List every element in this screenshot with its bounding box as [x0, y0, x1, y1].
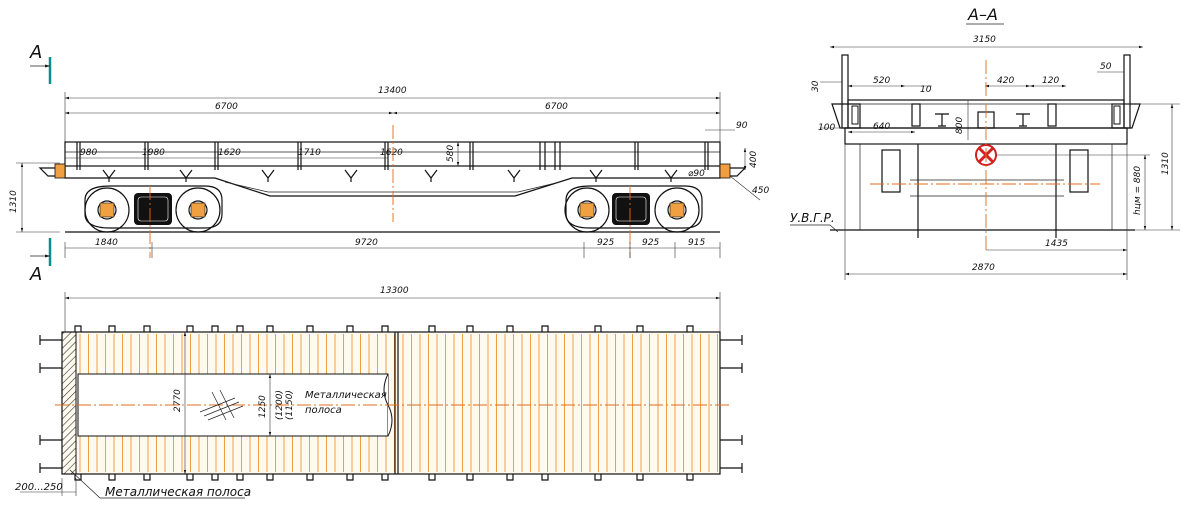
side-height-dim: 580 — [446, 145, 456, 162]
sec-dim-30: 30 — [811, 80, 821, 92]
stake-pocket — [428, 474, 436, 481]
stake-pocket — [74, 474, 82, 481]
section-mark-top: A — [29, 42, 52, 84]
sec-dim-640: 640 — [873, 122, 890, 132]
plan-width-dim: 2770 — [173, 389, 183, 412]
sec-dim-800: 800 — [955, 117, 965, 134]
stake-pocket — [186, 325, 194, 332]
stake-pocket — [594, 325, 602, 332]
buffer-dia-dim: ⌀90 — [688, 169, 705, 179]
side-half-right-dim: 6700 — [545, 102, 568, 112]
edge-gap-dim: 200...250 — [15, 482, 63, 493]
sec-dim-100: 100 — [818, 123, 835, 133]
axle-dim-3: 915 — [688, 238, 705, 248]
section-a-a: А–А 3150 520 10 420 120 50 30 — [790, 5, 1180, 280]
sec-dim-120: 120 — [1042, 76, 1059, 86]
stake-pocket — [541, 474, 549, 481]
stake-pocket — [143, 474, 151, 481]
stake-pocket — [108, 474, 116, 481]
side-view: 13400 6700 6700 980 1980 1620 1710 1620 — [9, 86, 769, 258]
strip-label-1: Металлическая — [305, 390, 387, 401]
base-dim: 9720 — [355, 238, 378, 248]
section-letter-top: A — [29, 42, 42, 63]
side-overall-dim: 13400 — [378, 86, 407, 96]
stake-pocket — [108, 325, 116, 332]
strip-width-dim: 1250 — [258, 395, 268, 418]
sec-bottom-width-dim: 2870 — [972, 263, 995, 273]
stake-pocket — [506, 325, 514, 332]
stake-pocket — [266, 325, 274, 332]
side-height-total-dim: 1310 — [9, 190, 19, 213]
post-dim-4: 1710 — [298, 148, 321, 158]
stake-pocket — [74, 325, 82, 332]
axle-dim-2: 925 — [642, 238, 659, 248]
metal-strip-callout: Металлическая полоса — [105, 485, 251, 499]
stake-pocket — [236, 325, 244, 332]
stake-pocket — [381, 474, 389, 481]
stake-pocket — [346, 325, 354, 332]
stake-pocket — [236, 474, 244, 481]
stake-pocket — [541, 325, 549, 332]
buffer-drop-dim: 450 — [752, 186, 769, 196]
section-letter-bottom: A — [29, 264, 42, 285]
sec-dim-520: 520 — [873, 76, 890, 86]
stake-pocket — [143, 325, 151, 332]
stake-pocket — [686, 325, 694, 332]
post-dim-2: 1980 — [142, 148, 165, 158]
strip-label-2: полоса — [305, 405, 342, 416]
section-mark-bottom: A — [29, 238, 52, 285]
stake-pocket — [186, 474, 194, 481]
plan-view: 13300 2770 1250 (1200) (1150) — [15, 286, 743, 499]
axle-dim-1: 925 — [597, 238, 614, 248]
stake-pocket — [466, 474, 474, 481]
section-title: А–А — [967, 5, 998, 24]
stake-pocket — [306, 325, 314, 332]
stake-pocket — [506, 474, 514, 481]
stake-pocket — [594, 474, 602, 481]
overhang-dim: 1840 — [95, 238, 118, 248]
strip-width-alt2: (1150) — [285, 390, 295, 420]
stake-pocket — [466, 325, 474, 332]
sec-dim-420: 420 — [997, 76, 1014, 86]
stake-height-dim: 400 — [749, 151, 759, 168]
sec-dim-10: 10 — [920, 85, 932, 95]
bogie-right — [564, 185, 703, 233]
post-dim-5: 1620 — [380, 148, 403, 158]
stake-pocket — [211, 325, 219, 332]
stake-pocket — [636, 474, 644, 481]
sec-dim-50: 50 — [1100, 62, 1112, 72]
deck-planks — [79, 334, 718, 472]
stake-pocket — [211, 474, 219, 481]
stake-pocket — [346, 474, 354, 481]
stake-pocket — [686, 474, 694, 481]
end-offset-dim: 90 — [736, 121, 748, 131]
side-half-left-dim: 6700 — [215, 102, 238, 112]
post-dim-1: 980 — [80, 148, 97, 158]
sec-top-width-dim: 3150 — [973, 35, 996, 45]
stake-pocket — [428, 325, 436, 332]
plan-overall-dim: 13300 — [380, 286, 409, 296]
stake-pocket — [266, 474, 274, 481]
stake-pocket — [306, 474, 314, 481]
stake-pocket — [381, 325, 389, 332]
rail-level-label: У.В.Г.Р. — [790, 211, 835, 225]
sec-height-dim: 1310 — [1161, 152, 1171, 175]
strip-width-alt: (1200) — [275, 390, 285, 420]
stake-pocket — [636, 325, 644, 332]
post-dim-3: 1620 — [218, 148, 241, 158]
sec-cg-dim: hцм = 880 — [1133, 166, 1143, 215]
sec-half-gauge-dim: 1435 — [1045, 239, 1068, 249]
bogie-left — [84, 185, 223, 233]
